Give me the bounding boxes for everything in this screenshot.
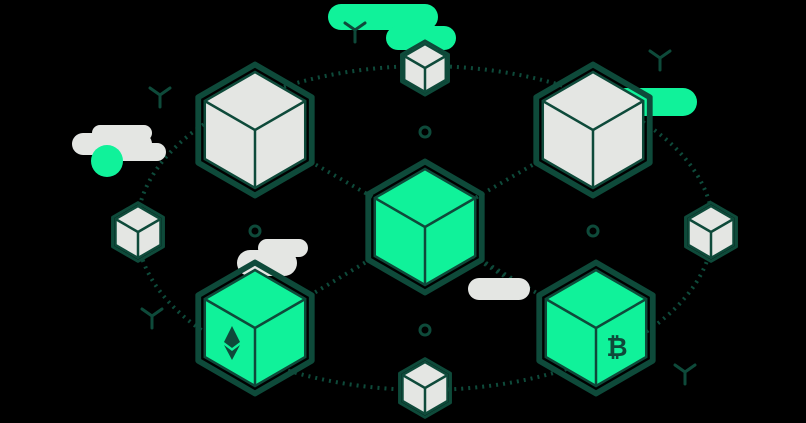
cube-edge — [254, 297, 306, 330]
tri-spark-icon — [140, 307, 164, 330]
cube-edge — [424, 196, 476, 229]
cube-edge — [424, 54, 447, 70]
cube-outline — [195, 61, 315, 199]
tri-spark-icon — [648, 49, 672, 72]
spark-stroke — [673, 363, 687, 374]
ethereum-logo-icon-lower — [224, 345, 240, 360]
cube-edge — [254, 99, 306, 132]
green-cloud — [386, 26, 456, 50]
block-small-left — [111, 201, 165, 263]
bitcoin-logo-icon: ₿ — [606, 333, 627, 363]
cube-outline — [195, 259, 315, 397]
block-small-bottom — [398, 357, 452, 419]
spark-stroke — [140, 307, 154, 318]
spark-stroke — [353, 21, 367, 32]
cube-outline — [365, 158, 485, 296]
cube-edge — [204, 297, 256, 330]
spark-stroke — [648, 49, 662, 60]
cube-edge — [403, 54, 426, 70]
cube-edge — [424, 373, 449, 390]
block-bitcoin: ₿ — [536, 259, 656, 397]
spark-stroke — [343, 21, 357, 32]
cube-outline — [398, 357, 452, 419]
cube-outline — [533, 61, 653, 199]
cube-edge — [542, 99, 594, 132]
gray-cloud — [258, 239, 308, 257]
cube-outline — [536, 259, 656, 397]
cube-edge — [595, 297, 647, 330]
dotted-link — [423, 225, 598, 330]
cube-edge — [204, 99, 256, 132]
cube-outline — [400, 39, 450, 97]
block-green-center — [365, 158, 485, 296]
cube-edge — [545, 297, 597, 330]
gray-cloud — [92, 125, 152, 141]
block-small-right — [684, 201, 738, 263]
cube-outline — [684, 201, 738, 263]
block-gray-top-right — [533, 61, 653, 199]
cube-edge — [137, 217, 162, 234]
block-small-top — [400, 39, 450, 97]
cube-edge — [401, 373, 426, 390]
cube-edge — [592, 99, 644, 132]
spark-stroke — [150, 307, 164, 318]
cube-edge — [710, 217, 735, 234]
gray-cloud — [468, 278, 530, 300]
green-cloud — [328, 4, 438, 30]
spark-stroke — [148, 86, 162, 97]
node-circle-icon — [248, 224, 262, 238]
spark-stroke — [683, 363, 697, 374]
gray-cloud — [110, 143, 166, 161]
block-gray-top-left — [195, 61, 315, 199]
ethereum-logo-icon — [224, 326, 240, 348]
cube-edge — [687, 217, 712, 234]
spark-stroke — [658, 49, 672, 60]
node-circle-icon — [418, 125, 432, 139]
dotted-link — [253, 225, 427, 330]
tri-spark-icon — [148, 86, 172, 109]
cube-edge — [114, 217, 139, 234]
cube-edge — [374, 196, 426, 229]
node-circle-icon — [586, 224, 600, 238]
cubes: ₿ — [111, 39, 738, 419]
node-circle-icon — [418, 323, 432, 337]
spark-stroke — [158, 86, 172, 97]
green-dot — [91, 145, 123, 177]
tri-spark-icon — [673, 363, 697, 386]
block-ethereum — [195, 259, 315, 397]
decorations — [91, 21, 697, 386]
tri-spark-icon — [343, 21, 367, 44]
cube-outline — [111, 201, 165, 263]
